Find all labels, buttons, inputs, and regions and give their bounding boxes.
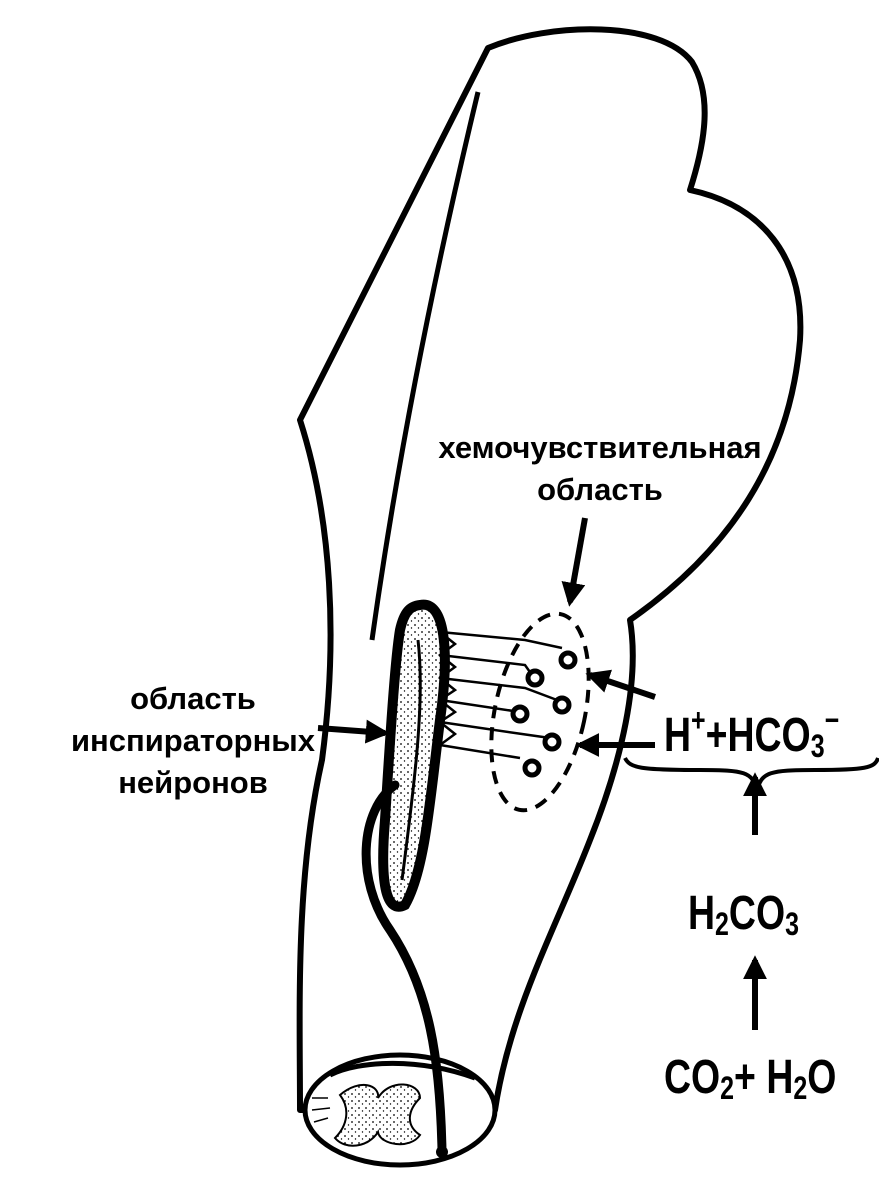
ions-hco: HCO bbox=[727, 709, 810, 762]
inspiratory-label-line1: область bbox=[66, 678, 320, 720]
reactants-h-sub: 2 bbox=[793, 1070, 807, 1106]
chemosensitive-label-line1: хемочувствительная bbox=[405, 430, 795, 466]
acid-co-sub: 3 bbox=[785, 906, 799, 942]
chemosensitive-label: хемочувствительная область bbox=[405, 430, 795, 508]
acid-h: H bbox=[688, 887, 715, 940]
chemosensitive-label-line2: область bbox=[405, 472, 795, 508]
acid-co: CO bbox=[729, 887, 785, 940]
reactants-co-sub: 2 bbox=[720, 1070, 734, 1106]
acid-h-sub: 2 bbox=[715, 906, 729, 942]
reactants-o: O bbox=[807, 1051, 836, 1104]
carbonic-acid-formula: H2CO3 bbox=[688, 888, 799, 950]
reactants-formula: CO2+ H2O bbox=[664, 1052, 836, 1114]
ions-h-charge: + bbox=[691, 702, 706, 738]
reactants-plus: + bbox=[734, 1051, 766, 1104]
ions-hco-sub: 3 bbox=[811, 728, 825, 764]
ions-h: H bbox=[664, 709, 691, 762]
inspiratory-label: область инспираторных нейронов bbox=[66, 678, 320, 804]
spinal-cord-section bbox=[305, 1055, 495, 1165]
inspiratory-label-line3: нейронов bbox=[66, 762, 320, 804]
ions-formula: H++HCO3− bbox=[664, 694, 839, 772]
reactants-h: H bbox=[766, 1051, 793, 1104]
ions-plus: + bbox=[706, 709, 728, 762]
reactants-co: CO bbox=[664, 1051, 720, 1104]
ions-hco-charge: − bbox=[825, 702, 840, 738]
inspiratory-label-line2: инспираторных bbox=[66, 720, 320, 762]
